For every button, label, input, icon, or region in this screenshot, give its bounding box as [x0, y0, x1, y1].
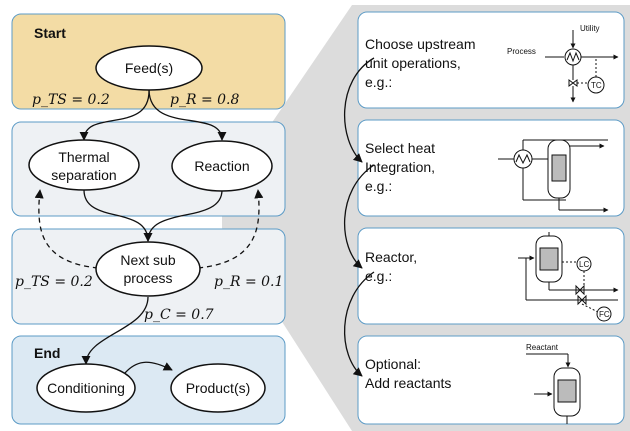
arrow-panel-1-to-2	[344, 57, 375, 163]
reactant-column-schematic	[526, 353, 581, 424]
node-conditioning-label: Conditioning	[47, 380, 125, 396]
reactor-schematic	[518, 232, 619, 322]
panel-upstream-line-3: e.g.:	[365, 74, 392, 90]
heat-integration-schematic	[498, 139, 609, 213]
arrow-panel-3-to-4	[344, 271, 375, 377]
dashed-arrow-next-to-reaction	[197, 189, 264, 269]
panel-reactor-line-1: Reactor,	[365, 249, 417, 265]
arrow-panel-2-to-3	[344, 164, 375, 269]
tc-label: TC	[591, 81, 602, 90]
panel-reactants-line-2: Add reactants	[365, 375, 451, 391]
node-thermal-label-2: separation	[51, 167, 116, 183]
reactant-label: Reactant	[526, 343, 559, 352]
process-label: Process	[507, 47, 536, 56]
heat-exchanger-schematic	[545, 30, 619, 103]
node-next-label-1: Next sub	[120, 252, 175, 268]
node-next-sub-process	[95, 241, 201, 297]
node-reaction-label: Reaction	[194, 158, 249, 174]
panel-heat-line-3: e.g.:	[365, 178, 392, 194]
arrow-next-to-conditioning	[81, 296, 149, 365]
start-label: Start	[34, 25, 66, 41]
node-reaction	[171, 140, 273, 192]
arrow-feed-to-thermal	[79, 89, 150, 141]
arrow-thermal-to-next	[83, 189, 153, 242]
node-next-label-2: process	[123, 270, 172, 286]
prob-loop-r: p_R = 0.1	[214, 274, 283, 290]
node-thermal-label-1: Thermal	[58, 149, 109, 165]
prob-loop-ts: p_TS = 0.2	[15, 274, 93, 290]
node-product-label: Product(s)	[186, 380, 251, 396]
prob-top-r: p_R = 0.8	[170, 92, 239, 108]
panel-heat-line-1: Select heat	[365, 140, 435, 156]
panel-upstream-line-1: Choose upstream	[365, 36, 476, 52]
panel-upstream-line-2: unit operations,	[365, 55, 461, 71]
node-feed	[95, 45, 203, 91]
arrow-conditioning-to-product	[123, 361, 173, 375]
panel-heat-line-2: Integration,	[365, 159, 435, 175]
arrow-feed-to-reaction	[148, 89, 227, 141]
node-conditioning	[36, 363, 136, 413]
panel-reactor-line-2: e.g.:	[365, 268, 392, 284]
lc-label: LC	[579, 260, 589, 269]
panel-upstream	[357, 11, 625, 109]
prob-conditioning: p_C = 0.7	[144, 307, 214, 323]
node-product	[170, 363, 266, 413]
node-feed-label: Feed(s)	[125, 60, 173, 76]
node-thermal-separation	[28, 139, 140, 191]
arrow-reaction-to-next	[143, 189, 223, 242]
prob-top-ts: p_TS = 0.2	[32, 92, 110, 108]
end-label: End	[34, 345, 60, 361]
fc-label: FC	[599, 310, 610, 319]
panel-reactants-line-1: Optional:	[365, 356, 421, 372]
dashed-arrow-next-to-thermal	[34, 189, 99, 269]
utility-label: Utility	[580, 24, 600, 33]
